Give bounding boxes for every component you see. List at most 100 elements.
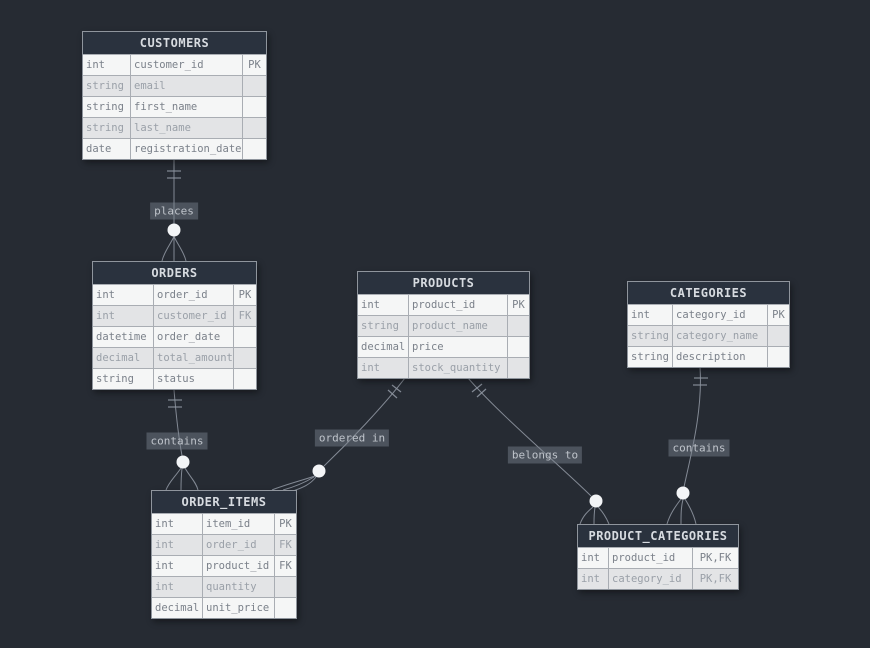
one-cardinality-tick	[391, 384, 402, 393]
crowfoot-prong	[579, 506, 594, 525]
one-cardinality-tick	[471, 383, 483, 393]
field-type: date	[83, 139, 131, 159]
field-type: int	[83, 55, 131, 75]
field-key	[508, 337, 529, 357]
field-name: email	[131, 76, 243, 96]
field-name: product_name	[409, 316, 508, 336]
entity-header[interactable]: ORDERS	[93, 262, 256, 284]
field-key	[234, 327, 256, 347]
field-name: category_id	[609, 569, 693, 589]
field-key: FK	[279, 560, 292, 572]
field-name: customer_id	[154, 306, 234, 326]
relationship-label[interactable]: belongs to	[507, 446, 583, 464]
field-key: FK	[279, 539, 292, 551]
relationship-belongs-to	[467, 377, 610, 525]
field-key	[243, 118, 266, 138]
field-name: stock_quantity	[409, 358, 508, 378]
entity-title: PRODUCTS	[412, 276, 475, 290]
field-name: last_name	[131, 118, 243, 138]
one-cardinality-tick	[476, 388, 487, 398]
field-key	[234, 348, 256, 368]
field-name: customer_id	[131, 55, 243, 75]
crowfoot-prong	[680, 499, 684, 525]
entity-title: ORDER_ITEMS	[181, 495, 267, 509]
field-name: product_id	[203, 556, 275, 576]
relationship-label[interactable]: places	[150, 202, 198, 220]
field-key	[243, 139, 266, 159]
field-type: string	[628, 326, 673, 346]
field-name: item_id	[203, 514, 275, 534]
relationship-places	[161, 160, 187, 262]
relationship-categories-contains	[666, 366, 708, 525]
field-name: registration_date	[131, 139, 243, 159]
relationship-label[interactable]: contains	[668, 439, 730, 457]
field-key: PK,FK	[699, 573, 732, 585]
field-name: order_id	[203, 535, 275, 555]
field-type: decimal	[358, 337, 409, 357]
field-type: decimal	[152, 598, 203, 618]
entity-header[interactable]: PRODUCT_CATEGORIES	[578, 525, 738, 547]
field-type: int	[93, 306, 154, 326]
field-key: PK	[279, 518, 292, 530]
field-name: status	[154, 369, 234, 389]
entity-header[interactable]: CATEGORIES	[628, 282, 789, 304]
field-name: order_date	[154, 327, 234, 347]
field-type: int	[152, 577, 203, 597]
field-key: PK	[248, 59, 261, 71]
relationship-label[interactable]: contains	[146, 432, 208, 450]
relationship-label[interactable]: ordered in	[314, 429, 390, 447]
field-name: product_id	[609, 548, 693, 568]
entity-header[interactable]: PRODUCTS	[358, 272, 529, 294]
entity-header[interactable]: ORDER_ITEMS	[152, 491, 296, 513]
field-type: int	[152, 535, 203, 555]
field-name: order_id	[154, 285, 234, 305]
entity-header[interactable]: CUSTOMERS	[83, 32, 266, 54]
field-type: string	[628, 347, 673, 367]
field-key: PK	[772, 309, 785, 321]
field-type: string	[83, 118, 131, 138]
field-name: total_amount	[154, 348, 234, 368]
field-key	[243, 76, 266, 96]
field-key	[275, 598, 296, 618]
field-type: int	[358, 358, 409, 378]
relationship-path	[683, 366, 701, 488]
field-type: int	[628, 305, 673, 325]
field-type: int	[152, 514, 203, 534]
field-type: string	[83, 97, 131, 117]
field-name: quantity	[203, 577, 275, 597]
field-name: category_name	[673, 326, 768, 346]
crowfoot-prong	[161, 236, 175, 262]
